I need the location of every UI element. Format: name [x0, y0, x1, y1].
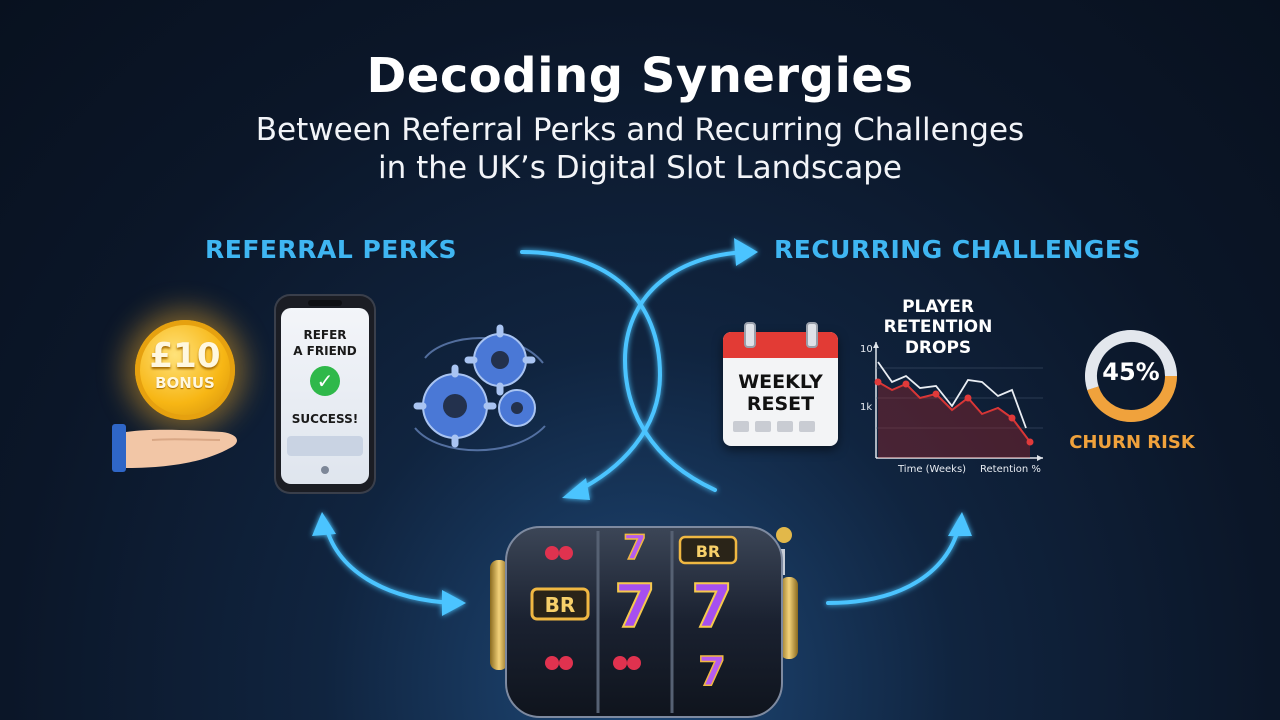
page-subtitle-line2: in the UK’s Digital Slot Landscape: [378, 150, 902, 186]
chart-tick-mid: 1k: [860, 402, 872, 413]
churn-risk-label: CHURN RISK: [1069, 432, 1195, 453]
slot-machine-icon: BR BR 7 7 7 7: [490, 526, 798, 718]
donut-churn-arc: [1085, 330, 1177, 422]
series-red-point: [932, 390, 940, 398]
series-red-point: [1008, 414, 1016, 422]
calendar-ring: [806, 322, 818, 348]
calendar-reset-text: RESET: [746, 393, 815, 415]
churn-donut: [1085, 330, 1177, 422]
calendar-cell: [733, 421, 749, 432]
calendar-header: [723, 332, 838, 358]
calendar-cell: [755, 421, 771, 432]
phone-friend-text: A FRIEND: [293, 344, 357, 358]
series-white-line: [877, 361, 1027, 429]
checkmark-icon: ✓: [310, 366, 340, 396]
hand-icon: [112, 424, 237, 472]
phone-media-bar: [287, 436, 363, 456]
referral-perks-label: REFERRAL PERKS: [205, 235, 457, 264]
chart-xlabel: Time (Weeks): [897, 464, 966, 475]
recurring-challenges-label: RECURRING CHALLENGES: [774, 235, 1142, 264]
arrow-referral-to-slot: [520, 250, 663, 494]
page-subtitle-line1: Between Referral Perks and Recurring Cha…: [255, 112, 1025, 148]
retention-chart: 10 1k Time (Weeks) Retention %: [860, 342, 1043, 475]
reel-bar-symbol-top: BR: [696, 542, 721, 561]
gears-icon: [413, 324, 546, 452]
chart-ylabel: Retention %: [980, 464, 1041, 475]
calendar-cell: [799, 421, 815, 432]
series-red-point: [1026, 438, 1034, 446]
calendar-icon: WEEKLY RESET: [723, 332, 838, 446]
reel-bar-symbol: BR: [545, 593, 576, 617]
cherry-icon: [559, 656, 573, 670]
coin-icon: £10 BONUS: [135, 320, 235, 420]
phone-screen: REFER A FRIEND ✓ SUCCESS!: [281, 308, 369, 484]
calendar-ring: [744, 322, 756, 348]
arrow-phone-to-slot: [323, 520, 457, 605]
phone-success-text: SUCCESS!: [291, 412, 359, 426]
arrowhead-slot-left: [442, 590, 466, 616]
page-title: Decoding Synergies: [366, 48, 914, 104]
reel-seven-symbol: 7: [614, 572, 656, 642]
phone-refer-text: REFER: [303, 328, 347, 342]
series-red-point: [964, 394, 972, 402]
series-red-point: [902, 380, 910, 388]
phone-home-dot: [321, 466, 329, 474]
arrowhead-chart-up: [948, 512, 972, 536]
arrow-slot-to-challenges: [622, 250, 750, 492]
series-red-line: [877, 381, 1031, 443]
chart-title-line3: DROPS: [904, 338, 972, 358]
cherry-icon: [613, 656, 627, 670]
series-red-point: [874, 378, 882, 386]
cherry-icon: [545, 546, 559, 560]
phone-icon: REFER A FRIEND ✓ SUCCESS!: [276, 296, 374, 492]
calendar-weekly-text: WEEKLY: [738, 371, 823, 393]
chart-tick-top: 10: [860, 344, 873, 355]
cherry-icon: [559, 546, 573, 560]
arrowhead-phone-up: [312, 512, 336, 536]
phone-notch: [308, 300, 342, 306]
chart-title-line2: RETENTION: [883, 317, 993, 337]
cherry-icon: [627, 656, 641, 670]
chart-title-line1: PLAYER: [902, 297, 974, 317]
coin-amount: £10: [149, 336, 221, 376]
reel-seven-symbol: 7: [623, 528, 647, 568]
churn-percent: 45%: [1102, 358, 1160, 386]
reel-seven-symbol: 7: [691, 572, 733, 642]
coin-label: BONUS: [155, 374, 215, 392]
reel-seven-symbol: 7: [698, 649, 726, 695]
arrow-slot-to-chart: [826, 520, 962, 605]
arrowhead-slot-top: [562, 478, 590, 500]
arrowhead-challenges: [734, 238, 758, 266]
calendar-cell: [777, 421, 793, 432]
cherry-icon: [545, 656, 559, 670]
